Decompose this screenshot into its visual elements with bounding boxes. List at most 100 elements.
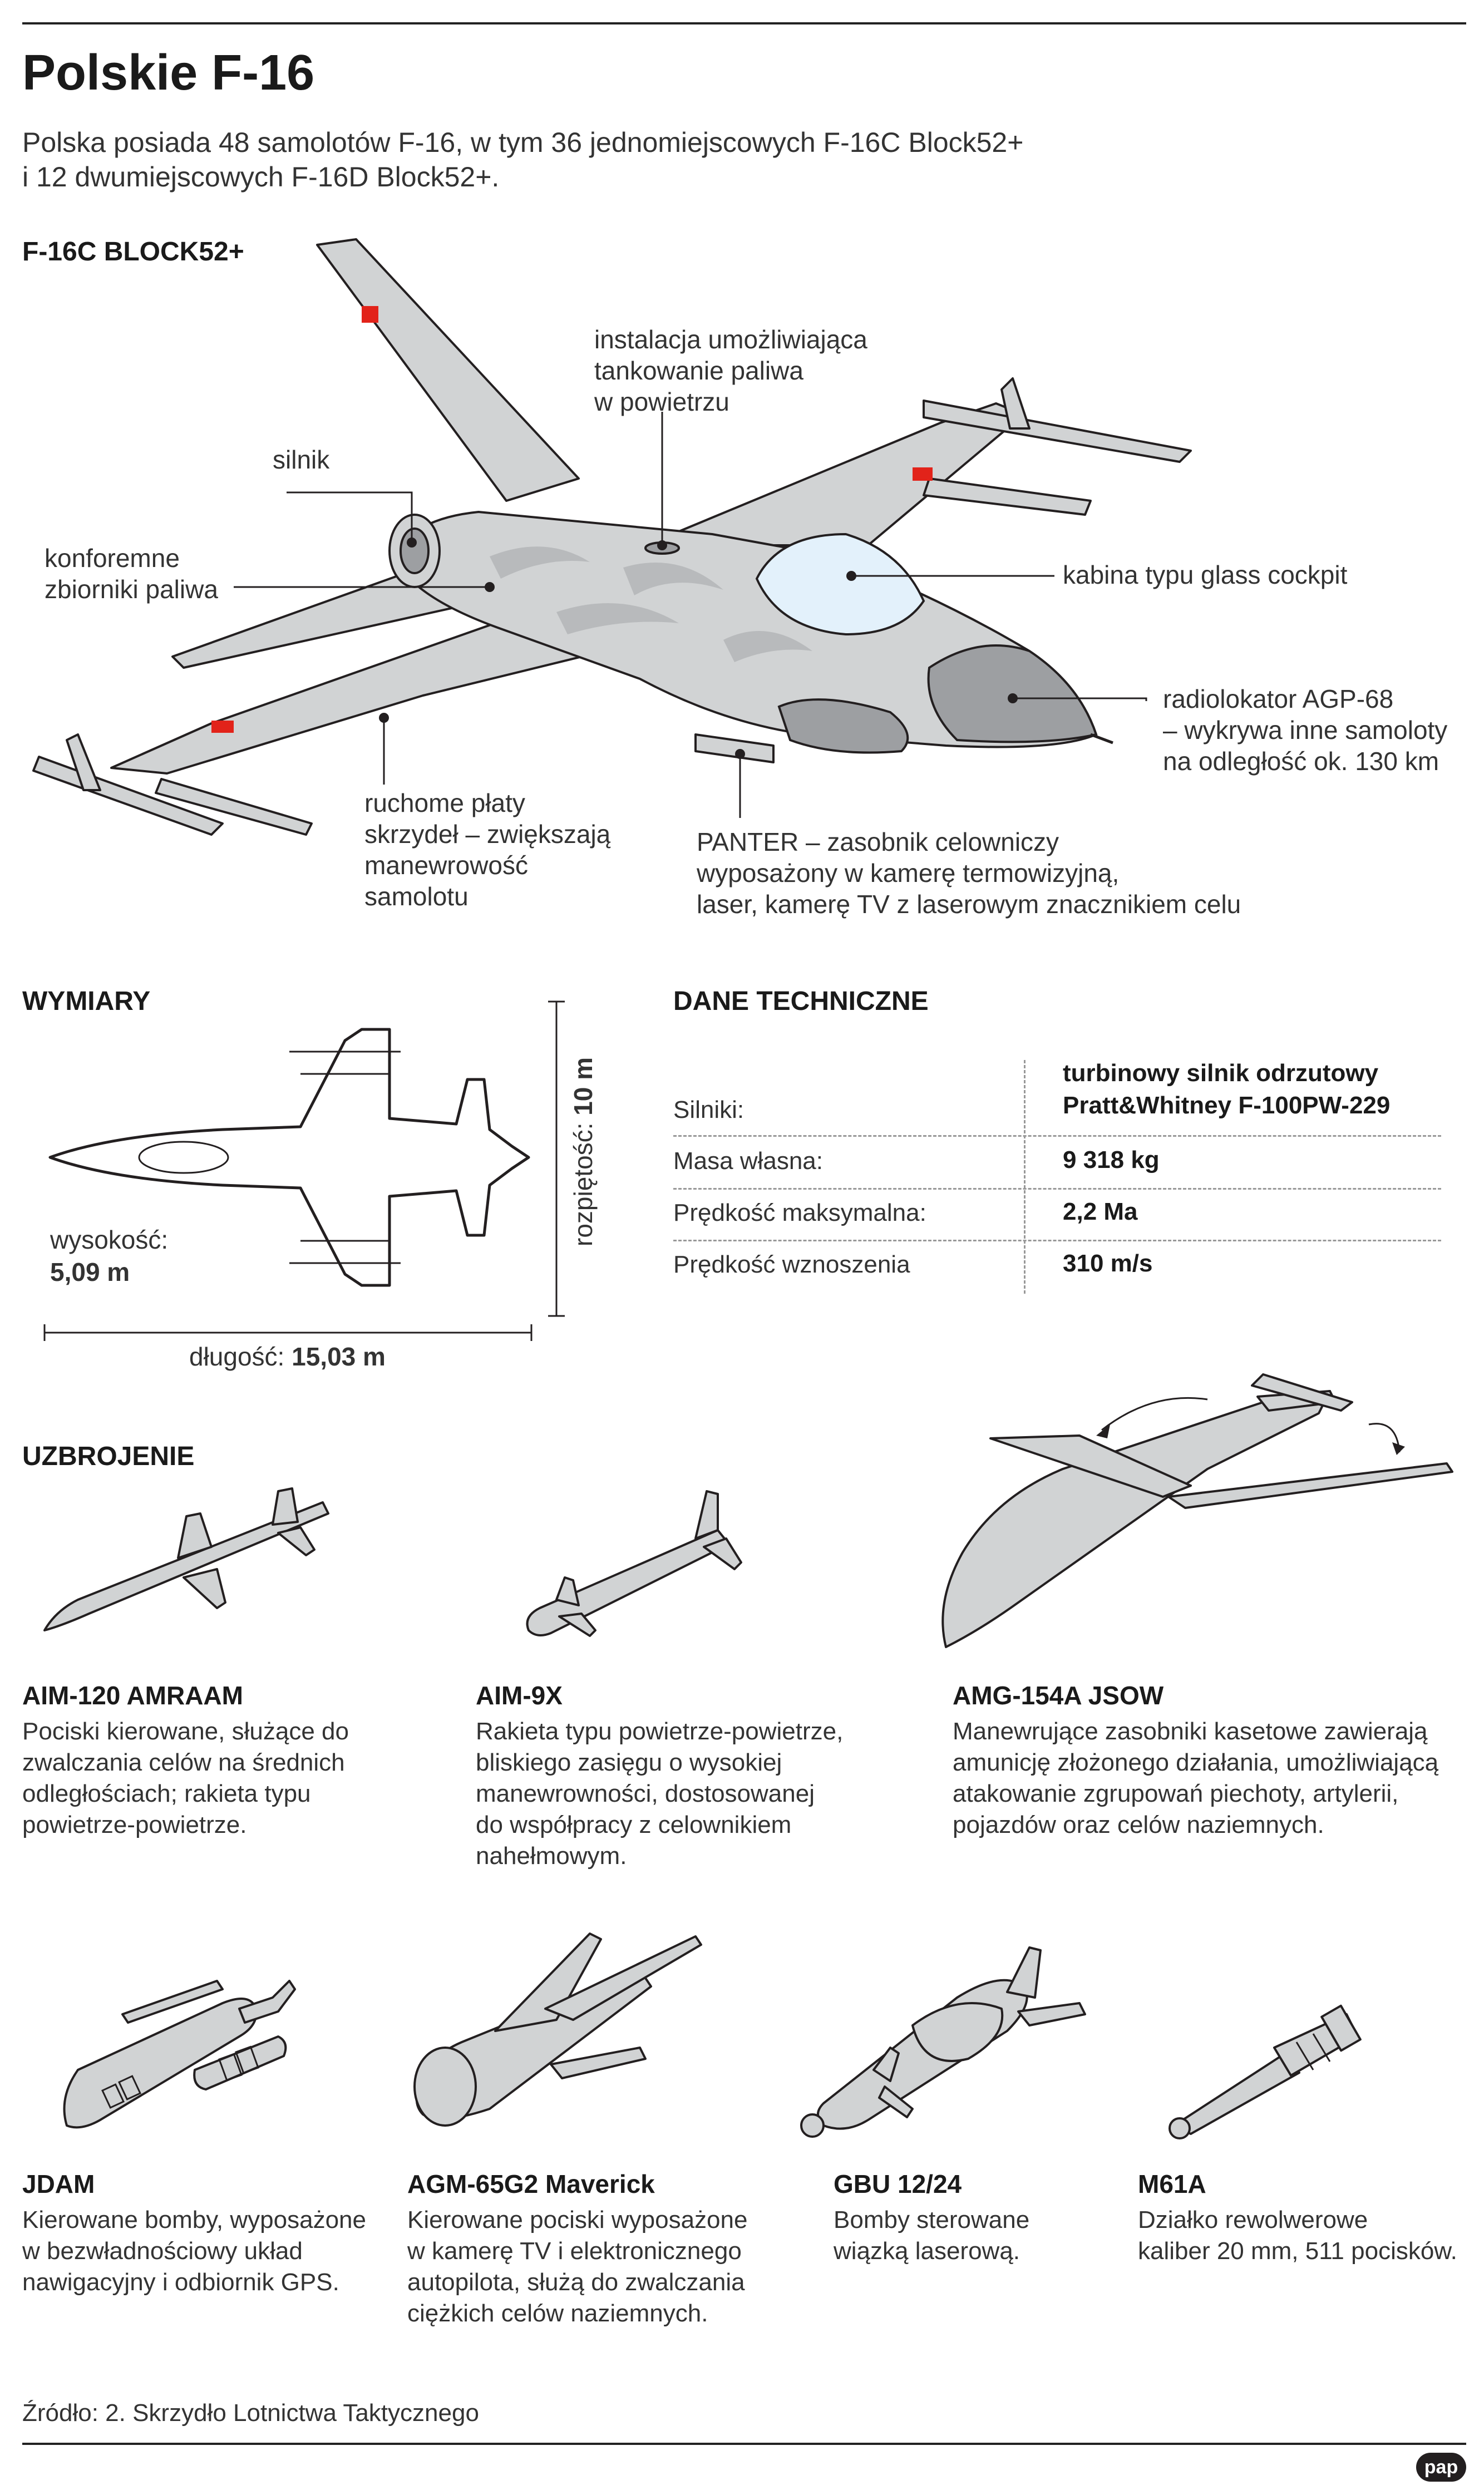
- intro-line-1: Polska posiada 48 samolotów F-16, w tym …: [22, 127, 1024, 158]
- callout-flaps-line: ruchome płaty: [364, 788, 525, 817]
- callout-tanks: konforemne zbiorniki paliwa: [45, 543, 218, 605]
- specs-heading: DANE TECHNICZNE: [673, 987, 929, 1016]
- weapon-maverick: AGM-65G2 Maverick Kierowane pociski wypo…: [407, 2169, 747, 2329]
- intro-line-2: i 12 dwumiejscowych F-16D Block52+.: [22, 161, 500, 193]
- spec-value: 2,2 Ma: [1063, 1198, 1138, 1225]
- weapon-desc-line: amunicję złożonego działania, umożliwiaj…: [953, 1749, 1439, 1776]
- weapon-desc-line: ciężkich celów naziemnych.: [407, 2300, 708, 2327]
- callout-cockpit: kabina typu glass cockpit: [1063, 560, 1348, 589]
- weapon-desc-line: odległościach; rakieta typu: [22, 1780, 311, 1807]
- weapon-desc-line: Pociski kierowane, służące do: [22, 1718, 349, 1745]
- weapon-jsow: AMG-154A JSOW Manewrujące zasobniki kase…: [953, 1680, 1438, 1841]
- weapon-desc-line: Manewrujące zasobniki kasetowe zawierają: [953, 1718, 1428, 1745]
- maverick-illustration: [413, 1932, 702, 2127]
- callout-radar-line: na odległość ok. 130 km: [1163, 747, 1439, 776]
- spec-value-line: turbinowy silnik odrzutowy: [1063, 1059, 1379, 1087]
- weapon-desc-line: Bomby sterowane: [834, 2206, 1030, 2233]
- callout-tanks-line: konforemne: [45, 544, 180, 573]
- callout-flaps: ruchome płaty skrzydeł – zwiększają mane…: [364, 787, 610, 912]
- height-label: wysokość:: [50, 1225, 169, 1254]
- intro-text: Polska posiada 48 samolotów F-16, w tym …: [22, 125, 1413, 194]
- source-text: Źródło: 2. Skrzydło Lotnictwa Taktyczneg…: [22, 2399, 479, 2427]
- weapon-desc-line: powietrze-powietrze.: [22, 1811, 247, 1838]
- dimensions-heading: WYMIARY: [22, 987, 151, 1016]
- weapon-desc-line: pojazdów oraz celów naziemnych.: [953, 1811, 1324, 1838]
- aim120-illustration: [43, 1487, 329, 1631]
- spec-row-engine: Silniki: turbinowy silnik odrzutowy Prat…: [673, 1057, 1436, 1123]
- spec-label: Masa własna:: [673, 1147, 824, 1175]
- weapon-desc-line: w bezwładnościowy układ: [22, 2237, 303, 2265]
- callout-flaps-line: manewrowość: [364, 851, 528, 880]
- weapon-desc-line: atakowanie zgrupowań piechoty, artylerii…: [953, 1780, 1399, 1807]
- weapon-desc-line: Rakieta typu powietrze-powietrze,: [476, 1718, 844, 1745]
- weapon-desc-line: w kamerę TV i elektronicznego: [407, 2237, 742, 2265]
- model-label: F-16C BLOCK52+: [22, 237, 244, 267]
- callout-flaps-line: skrzydeł – zwiększają: [364, 820, 611, 849]
- weapon-desc: Manewrujące zasobniki kasetowe zawierają…: [953, 1716, 1438, 1841]
- callout-tanks-line: zbiorniki paliwa: [45, 575, 218, 604]
- callout-panter-line: PANTER – zasobnik celowniczy: [697, 827, 1059, 856]
- span-dimension: rozpiętość: 10 m: [568, 1057, 599, 1246]
- spec-value-line: Pratt&Whitney F-100PW-229: [1063, 1092, 1391, 1119]
- weapon-gbu: GBU 12/24 Bomby sterowane wiązką laserow…: [834, 2169, 1029, 2267]
- callout-panter: PANTER – zasobnik celowniczy wyposażony …: [697, 826, 1241, 920]
- spec-label: Prędkość wznoszenia: [673, 1251, 910, 1278]
- callout-flaps-line: samolotu: [364, 882, 469, 911]
- weapon-desc: Pociski kierowane, służące do zwalczania…: [22, 1716, 349, 1841]
- weapon-name: GBU 12/24: [834, 2169, 962, 2198]
- weapon-desc-line: do współpracy z celownikiem: [476, 1811, 792, 1838]
- spec-row-mass: Masa własna: 9 318 kg: [673, 1146, 1436, 1197]
- callout-radar-line: radiolokator AGP-68: [1163, 684, 1394, 713]
- spec-value: 310 m/s: [1063, 1250, 1153, 1277]
- weapon-desc-line: Kierowane bomby, wyposażone: [22, 2206, 366, 2233]
- span-value: 10 m: [569, 1057, 598, 1116]
- callout-engine: silnik: [273, 445, 330, 474]
- pap-logo: pap: [1416, 2453, 1466, 2482]
- weapon-desc: Kierowane pociski wyposażone w kamerę TV…: [407, 2205, 747, 2329]
- weapon-desc-line: kaliber 20 mm, 511 pocisków.: [1138, 2237, 1457, 2265]
- f16-illustration: [32, 238, 1192, 836]
- spec-value: 9 318 kg: [1063, 1146, 1160, 1173]
- weapon-desc-line: bliskiego zasięgu o wysokiej: [476, 1749, 782, 1776]
- bottom-rule: [22, 2443, 1466, 2445]
- weapon-desc-line: nawigacyjny i odbiornik GPS.: [22, 2269, 339, 2296]
- weapon-desc-line: autopilota, służą do zwalczania: [407, 2269, 745, 2296]
- m61a-illustration: [1169, 2004, 1362, 2139]
- callout-refuel-line: tankowanie paliwa: [594, 356, 803, 385]
- spec-separator: [673, 1188, 1441, 1190]
- aim9x-illustration: [526, 1490, 742, 1637]
- weapon-aim120: AIM-120 AMRAAM Pociski kierowane, służąc…: [22, 1680, 349, 1841]
- weapon-desc: Rakieta typu powietrze-powietrze, bliski…: [476, 1716, 843, 1872]
- weapon-m61a: M61A Działko rewolwerowe kaliber 20 mm, …: [1138, 2169, 1457, 2267]
- weapon-desc-line: manewrowności, dostosowanej: [476, 1780, 815, 1807]
- spec-separator: [673, 1135, 1441, 1137]
- gbu-illustration: [800, 1946, 1086, 2138]
- span-label: rozpiętość:: [569, 1122, 598, 1246]
- spec-value: turbinowy silnik odrzutowy Pratt&Whitney…: [1063, 1057, 1390, 1122]
- length-value: 15,03 m: [292, 1342, 386, 1371]
- callout-refuel-line: w powietrzu: [594, 387, 729, 416]
- weapon-name: AGM-65G2 Maverick: [407, 2169, 655, 2198]
- jdam-illustration: [63, 1980, 296, 2129]
- specs-divider: [1024, 1060, 1026, 1294]
- weapon-name: JDAM: [22, 2169, 95, 2198]
- callout-refuel-line: instalacja umożliwiająca: [594, 325, 867, 354]
- dimensions-plan-view: [43, 1000, 565, 1341]
- weapon-aim9x: AIM-9X Rakieta typu powietrze-powietrze,…: [476, 1680, 843, 1872]
- height-value: 5,09 m: [50, 1258, 130, 1286]
- length-dimension: długość: 15,03 m: [189, 1341, 386, 1372]
- weapon-name: M61A: [1138, 2169, 1206, 2198]
- spec-label: Silniki:: [673, 1096, 745, 1123]
- weapon-jdam: JDAM Kierowane bomby, wyposażone w bezwł…: [22, 2169, 366, 2298]
- page-title: Polskie F-16: [22, 45, 315, 101]
- callout-panter-line: wyposażony w kamerę termowizyjną,: [697, 859, 1120, 887]
- callout-panter-line: laser, kamerę TV z laserowym znacznikiem…: [697, 890, 1241, 919]
- weapon-name: AIM-9X: [476, 1681, 563, 1710]
- weapon-name: AMG-154A JSOW: [953, 1681, 1164, 1710]
- top-rule: [22, 22, 1466, 24]
- weapon-desc-line: Kierowane pociski wyposażone: [407, 2206, 748, 2233]
- armament-heading: UZBROJENIE: [22, 1442, 195, 1471]
- weapon-name: AIM-120 AMRAAM: [22, 1681, 243, 1710]
- callout-refuel: instalacja umożliwiająca tankowanie pali…: [594, 324, 867, 417]
- callout-radar: radiolokator AGP-68 – wykrywa inne samol…: [1163, 683, 1447, 777]
